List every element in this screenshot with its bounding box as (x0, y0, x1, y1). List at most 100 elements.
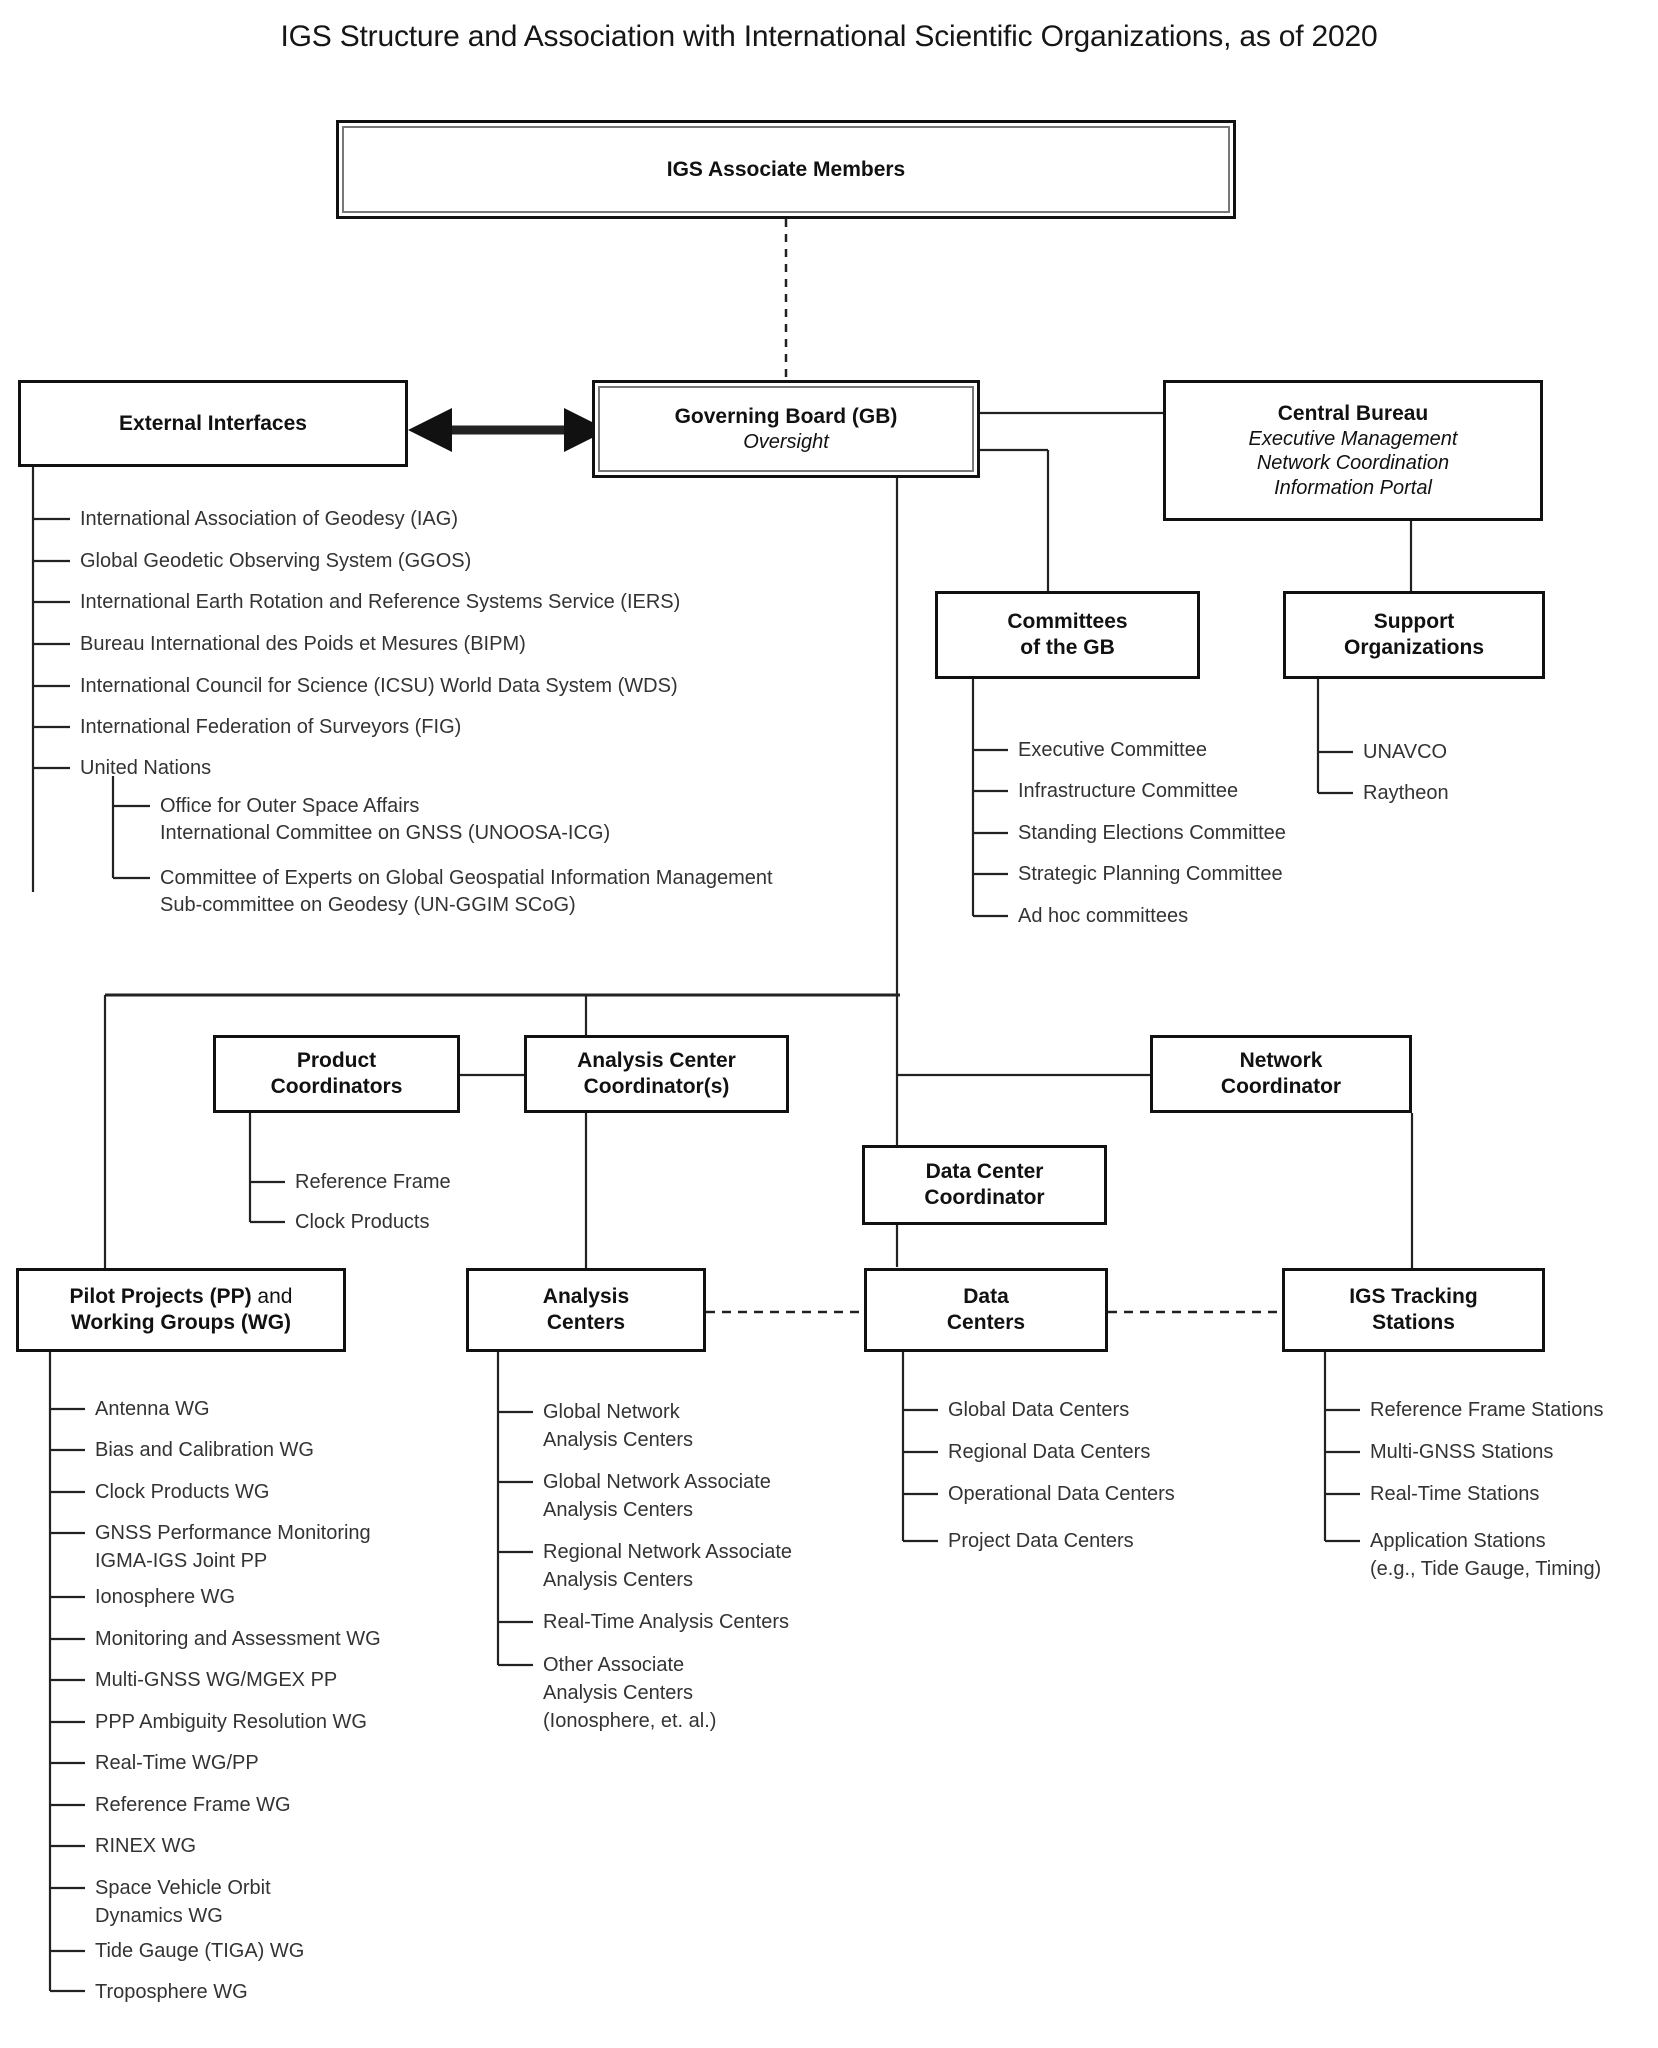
list-item: Clock Products WG (95, 1481, 270, 1503)
acc-line-2: Coordinator(s) (583, 1075, 730, 1098)
box-data-center-coordinator[interactable]: Data Center Coordinator (862, 1145, 1107, 1225)
list-item: Executive Committee (1018, 739, 1207, 761)
acc-line-1: Analysis Center (577, 1049, 736, 1073)
box-analysis-center-coordinator[interactable]: Analysis Center Coordinator(s) (524, 1035, 789, 1113)
central-bureau-line-3: Information Portal (1274, 476, 1432, 499)
pilot-projects-line-2: Working Groups (WG) (70, 1311, 292, 1334)
box-committees-of-gb[interactable]: Committees of the GB (935, 591, 1200, 679)
list-item: Sub-committee on Geodesy (UN-GGIM SCoG) (160, 894, 576, 916)
list-item: PPP Ambiguity Resolution WG (95, 1711, 367, 1733)
box-data-centers[interactable]: Data Centers (864, 1268, 1108, 1352)
pilot-projects-and: and (251, 1285, 293, 1309)
list-item: International Council for Science (ICSU)… (80, 675, 678, 697)
support-orgs-title-line-1: Support (1373, 610, 1455, 634)
list-item: Real-Time Stations (1370, 1483, 1540, 1505)
pilot-projects-line-1: Pilot Projects (PP) and (70, 1284, 293, 1310)
arrowhead-left (408, 408, 452, 452)
box-igs-associate-members[interactable]: IGS Associate Members (336, 120, 1236, 219)
list-item: Global Geodetic Observing System (GGOS) (80, 550, 472, 572)
governing-board-title: Governing Board (GB) (674, 405, 898, 428)
list-item: Troposphere WG (95, 1981, 248, 2003)
box-product-coordinators[interactable]: Product Coordinators (213, 1035, 460, 1113)
list-item: Application Stations (1370, 1530, 1546, 1552)
committees-title-line-2: of the GB (1020, 636, 1115, 659)
list-item: International Federation of Surveyors (F… (80, 716, 462, 738)
list-item: Standing Elections Committee (1018, 822, 1286, 844)
list-item: (e.g., Tide Gauge, Timing) (1370, 1558, 1602, 1580)
list-item: Bias and Calibration WG (95, 1439, 314, 1461)
box-pilot-projects-working-groups[interactable]: Pilot Projects (PP) and Working Groups (… (16, 1268, 346, 1352)
tracking-stations-line-1: IGS Tracking (1349, 1285, 1478, 1309)
list-item: Regional Network Associate (543, 1541, 793, 1563)
box-support-organizations[interactable]: Support Organizations (1283, 591, 1545, 679)
list-item: Monitoring and Assessment WG (95, 1628, 381, 1650)
list-item: GNSS Performance Monitoring (95, 1522, 371, 1544)
dcc-line-1: Data Center (925, 1160, 1044, 1184)
box-external-interfaces[interactable]: External Interfaces (18, 380, 408, 467)
box-central-bureau[interactable]: Central Bureau Executive Management Netw… (1163, 380, 1543, 521)
list-item: Raytheon (1363, 782, 1449, 804)
list-item: RINEX WG (95, 1835, 197, 1857)
list-item: Bureau International des Poids et Mesure… (80, 633, 526, 655)
list-item: (Ionosphere, et. al.) (543, 1710, 717, 1732)
list-item: Real-Time Analysis Centers (543, 1611, 790, 1633)
list-item: Analysis Centers (543, 1429, 694, 1451)
list-item: Reference Frame WG (95, 1794, 291, 1816)
list-item: Reference Frame (295, 1171, 451, 1193)
list-item: Ionosphere WG (95, 1586, 236, 1608)
external-interfaces-title: External Interfaces (119, 411, 307, 435)
list-item: Space Vehicle Orbit (95, 1877, 271, 1899)
list-item: Analysis Centers (543, 1499, 694, 1521)
list-item: Reference Frame Stations (1370, 1399, 1604, 1421)
list-item: Operational Data Centers (948, 1483, 1175, 1505)
product-coordinators-line-1: Product (296, 1049, 377, 1073)
list-item: Regional Data Centers (948, 1441, 1151, 1463)
dcc-line-2: Coordinator (924, 1186, 1045, 1209)
governing-board-subtitle: Oversight (743, 430, 829, 453)
list-item: Office for Outer Space Affairs (160, 795, 420, 817)
central-bureau-line-2: Network Coordination (1256, 452, 1450, 475)
list-item: Tide Gauge (TIGA) WG (95, 1940, 305, 1962)
list-item: Multi-GNSS WG/MGEX PP (95, 1669, 338, 1691)
list-item: Dynamics WG (95, 1905, 223, 1927)
central-bureau-title: Central Bureau (1277, 402, 1429, 426)
list-item: Global Data Centers (948, 1399, 1130, 1421)
analysis-centers-line-2: Centers (546, 1311, 626, 1334)
page-title: IGS Structure and Association with Inter… (280, 20, 1378, 53)
list-item: Strategic Planning Committee (1018, 863, 1283, 885)
list-item: Other Associate (543, 1654, 685, 1676)
list-item: Analysis Centers (543, 1569, 694, 1591)
list-item: Antenna WG (95, 1398, 210, 1420)
pilot-projects-label: Pilot Projects (PP) (69, 1285, 252, 1309)
data-centers-line-1: Data (963, 1285, 1009, 1309)
list-item: Global Network Associate (543, 1471, 771, 1493)
list-item: Project Data Centers (948, 1530, 1134, 1552)
box-igs-tracking-stations[interactable]: IGS Tracking Stations (1282, 1268, 1545, 1352)
list-item: International Earth Rotation and Referen… (80, 591, 681, 613)
box-analysis-centers[interactable]: Analysis Centers (466, 1268, 706, 1352)
network-coordinator-line-1: Network (1239, 1049, 1323, 1073)
list-item: IGMA-IGS Joint PP (95, 1550, 268, 1572)
list-item: UNAVCO (1363, 741, 1448, 763)
tracking-stations-line-2: Stations (1372, 1311, 1455, 1334)
box-network-coordinator[interactable]: Network Coordinator (1150, 1035, 1412, 1113)
network-coordinator-line-2: Coordinator (1220, 1075, 1342, 1098)
box-governing-board[interactable]: Governing Board (GB) Oversight (592, 380, 980, 478)
list-item: International Association of Geodesy (IA… (80, 508, 458, 530)
associate-members-title: IGS Associate Members (666, 157, 906, 181)
list-item: Global Network (543, 1401, 680, 1423)
list-item: Analysis Centers (543, 1682, 694, 1704)
committees-title-line-1: Committees (1007, 610, 1128, 634)
list-item: Clock Products (295, 1211, 430, 1233)
analysis-centers-line-1: Analysis (542, 1285, 630, 1309)
data-centers-line-2: Centers (946, 1311, 1026, 1334)
list-item: International Committee on GNSS (UNOOSA-… (160, 822, 611, 844)
list-item: Real-Time WG/PP (95, 1752, 259, 1774)
list-item: Ad hoc committees (1018, 905, 1189, 927)
central-bureau-line-1: Executive Management (1248, 427, 1458, 450)
list-item: Committee of Experts on Global Geospatia… (160, 867, 773, 889)
product-coordinators-line-2: Coordinators (270, 1075, 403, 1098)
list-item: Infrastructure Committee (1018, 780, 1239, 802)
